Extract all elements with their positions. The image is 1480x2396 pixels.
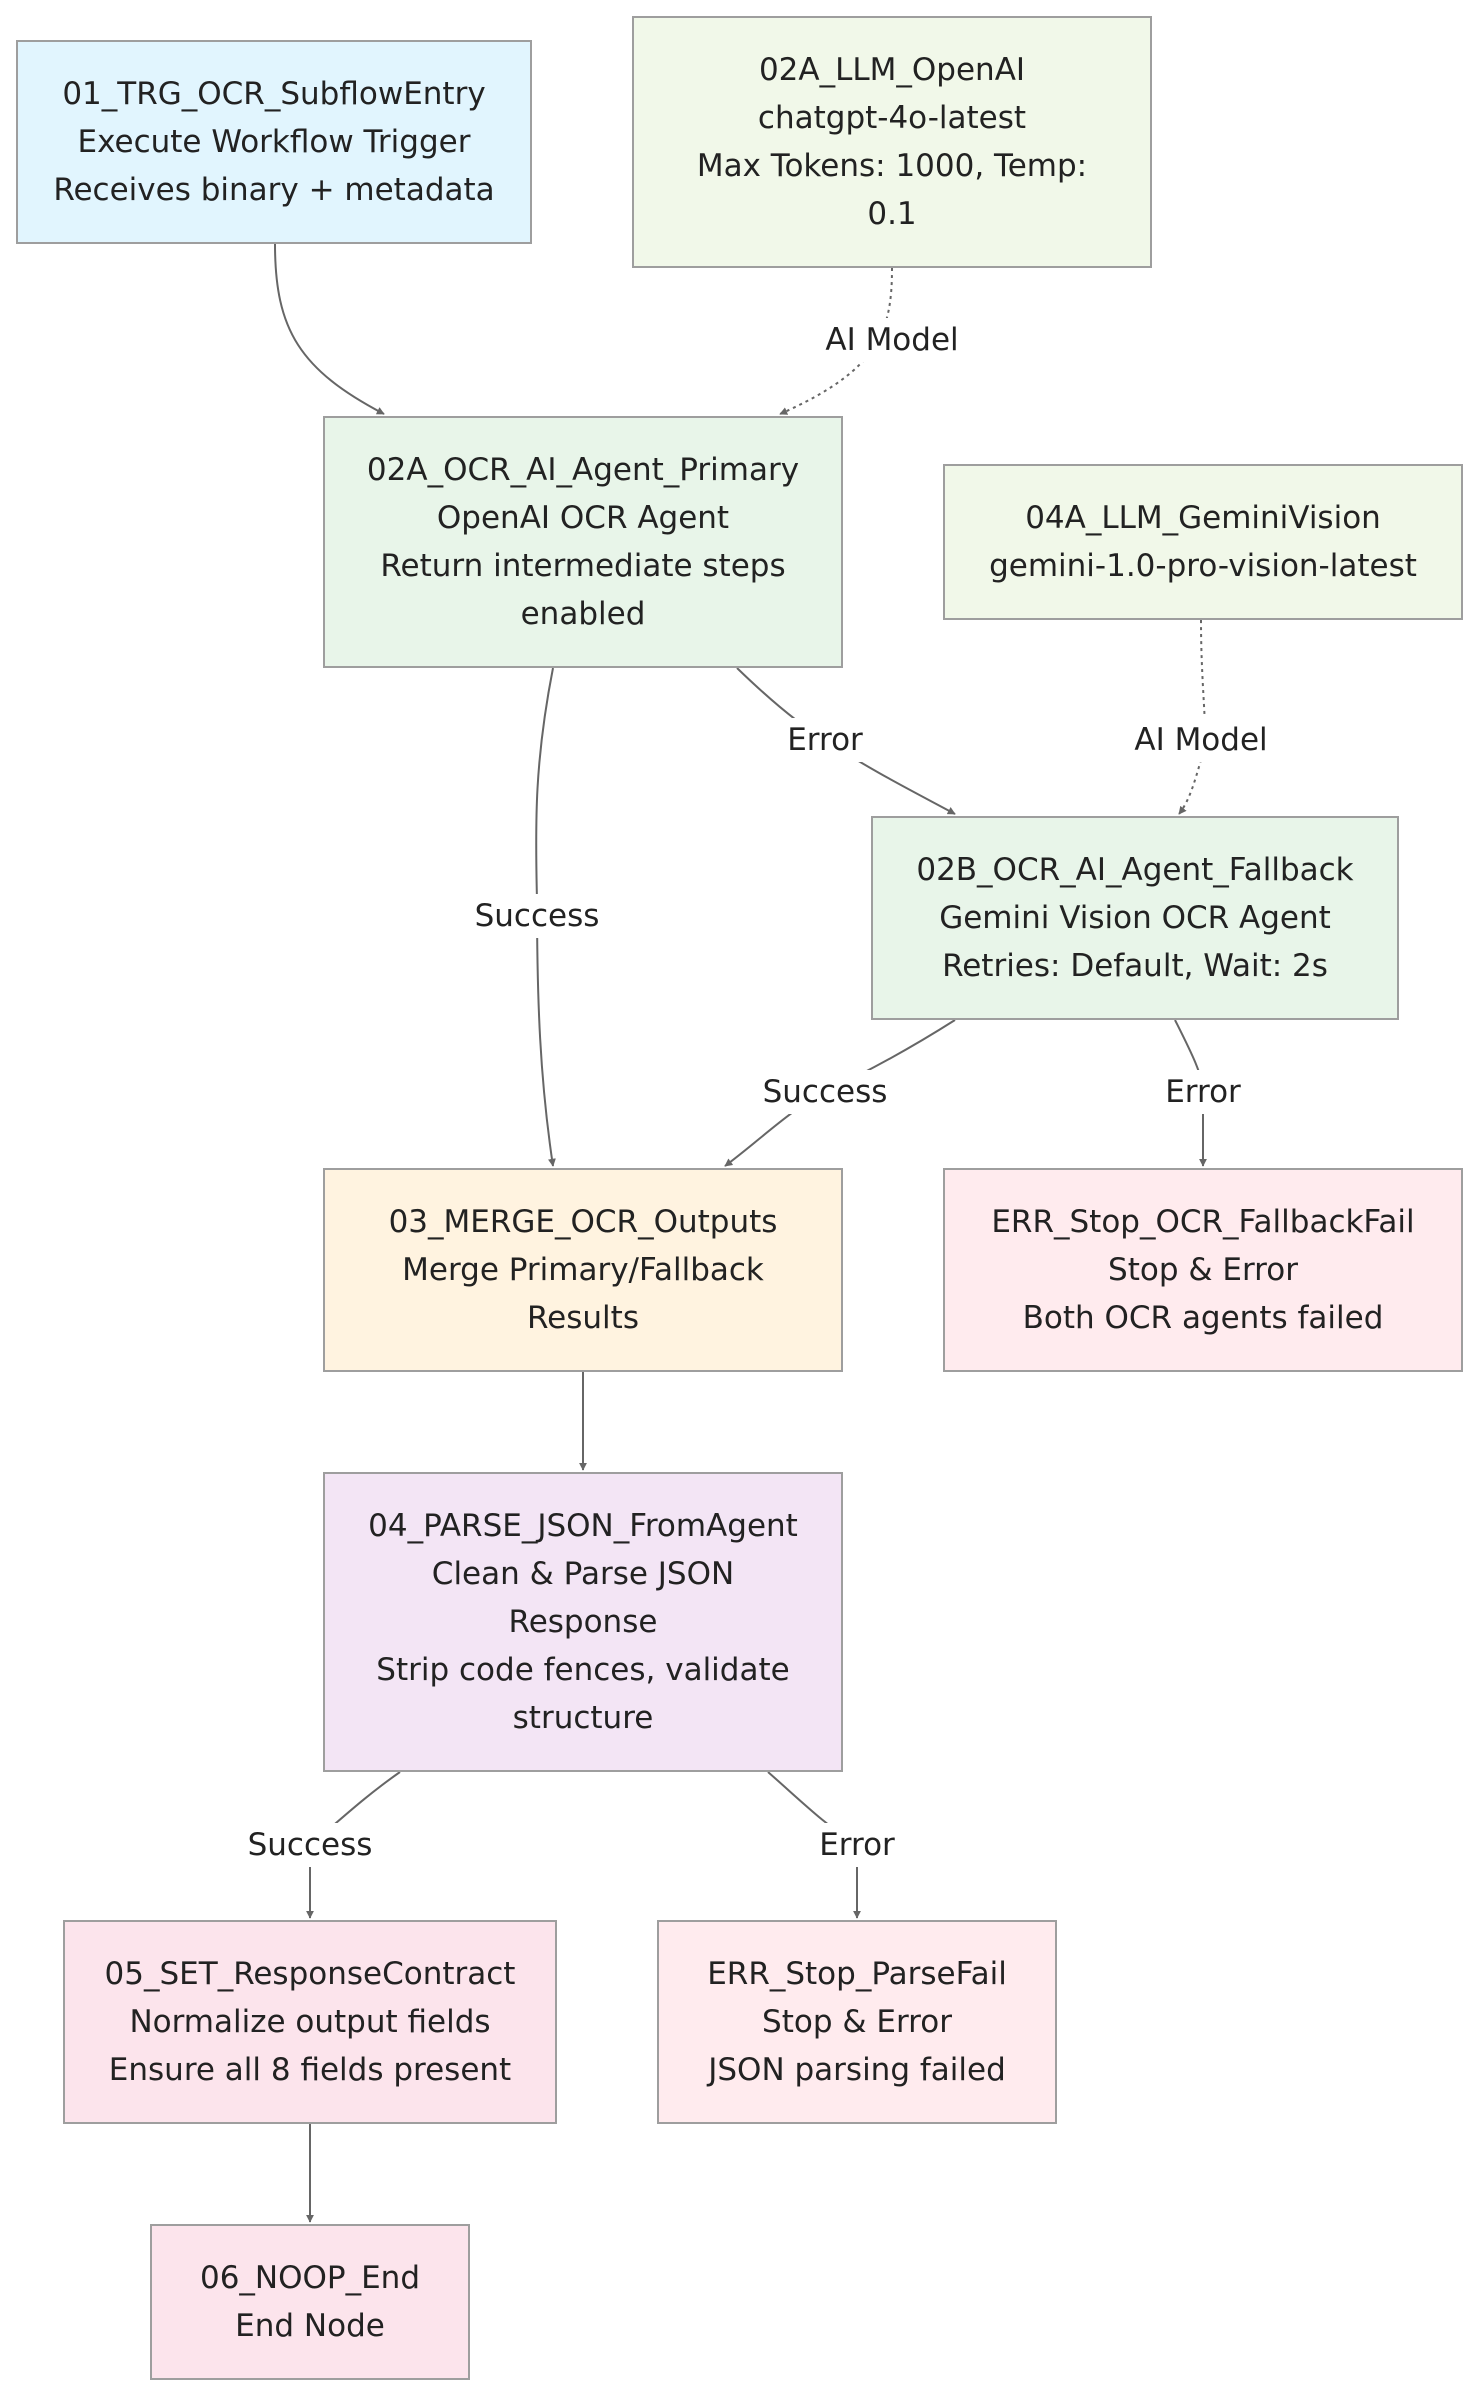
- node-text-line: 02B_OCR_AI_Agent_Fallback: [916, 852, 1354, 888]
- node-text-line: structure: [512, 1700, 654, 1736]
- node-text-line: Return intermediate steps: [380, 548, 786, 584]
- node-text-line: 05_SET_ResponseContract: [104, 1956, 516, 1992]
- node-text-line: End Node: [235, 2308, 385, 2344]
- edge-label-error: Error: [1159, 1070, 1247, 1114]
- node-text-line: Execute Workflow Trigger: [77, 124, 471, 160]
- edge-label-ai-model: AI Model: [1128, 718, 1274, 762]
- node-text-line: Gemini Vision OCR Agent: [939, 900, 1331, 936]
- edge-llm-gemini-to-agent-fallback: [1178, 619, 1206, 815]
- node-text-line: Strip code fences, validate: [376, 1652, 790, 1688]
- node-text-line: 03_MERGE_OCR_Outputs: [388, 1204, 778, 1240]
- node-text-line: Retries: Default, Wait: 2s: [942, 948, 1328, 984]
- node-text-line: Merge Primary/Fallback: [402, 1252, 764, 1288]
- node-text-line: 0.1: [867, 196, 917, 232]
- node-text-line: 04A_LLM_GeminiVision: [1025, 500, 1381, 536]
- node-text-line: chatgpt-4o-latest: [757, 100, 1027, 136]
- node-text-line: Stop & Error: [762, 2004, 952, 2040]
- node-text-line: Clean & Parse JSON: [431, 1556, 735, 1592]
- node-text-line: Receives binary + metadata: [53, 172, 495, 208]
- edge-label-ai-model: AI Model: [819, 318, 965, 362]
- node-text-line: Response: [508, 1604, 658, 1640]
- edge-label-error: Error: [781, 718, 869, 762]
- node-text-line: Both OCR agents failed: [1022, 1300, 1384, 1336]
- node-llm-gemini[interactable]: 04A_LLM_GeminiVision gemini-1.0-pro-visio…: [943, 464, 1463, 620]
- node-text-line: enabled: [520, 596, 646, 632]
- node-text-line: Stop & Error: [1108, 1252, 1298, 1288]
- node-text-line: 02A_OCR_AI_Agent_Primary: [366, 452, 800, 488]
- node-text-line: gemini-1.0-pro-vision-latest: [989, 548, 1417, 584]
- edge-trg-to-agent-primary: [274, 243, 385, 415]
- node-text-line: 02A_LLM_OpenAI: [758, 52, 1026, 88]
- node-text-line: 01_TRG_OCR_SubflowEntry: [62, 76, 486, 112]
- edge-label-success: Success: [468, 894, 606, 938]
- node-text-line: ERR_Stop_ParseFail: [707, 1956, 1007, 1992]
- edge-label-success: Success: [756, 1070, 894, 1114]
- edge-llm-openai-to-agent-primary: [779, 267, 893, 415]
- node-text-line: Ensure all 8 fields present: [108, 2052, 512, 2088]
- edge-label-success: Success: [241, 1823, 379, 1867]
- node-text-line: JSON parsing failed: [708, 2052, 1006, 2088]
- node-text-line: 04_PARSE_JSON_FromAgent: [368, 1508, 798, 1544]
- node-text-line: Normalize output fields: [129, 2004, 491, 2040]
- node-text-line: ERR_Stop_OCR_FallbackFail: [991, 1204, 1415, 1240]
- node-text-line: Results: [527, 1300, 639, 1336]
- node-text-line: Max Tokens: 1000, Temp:: [696, 148, 1088, 184]
- edge-label-error: Error: [813, 1823, 901, 1867]
- node-text-line: 06_NOOP_End: [199, 2260, 421, 2296]
- node-text-line: OpenAI OCR Agent: [436, 500, 730, 536]
